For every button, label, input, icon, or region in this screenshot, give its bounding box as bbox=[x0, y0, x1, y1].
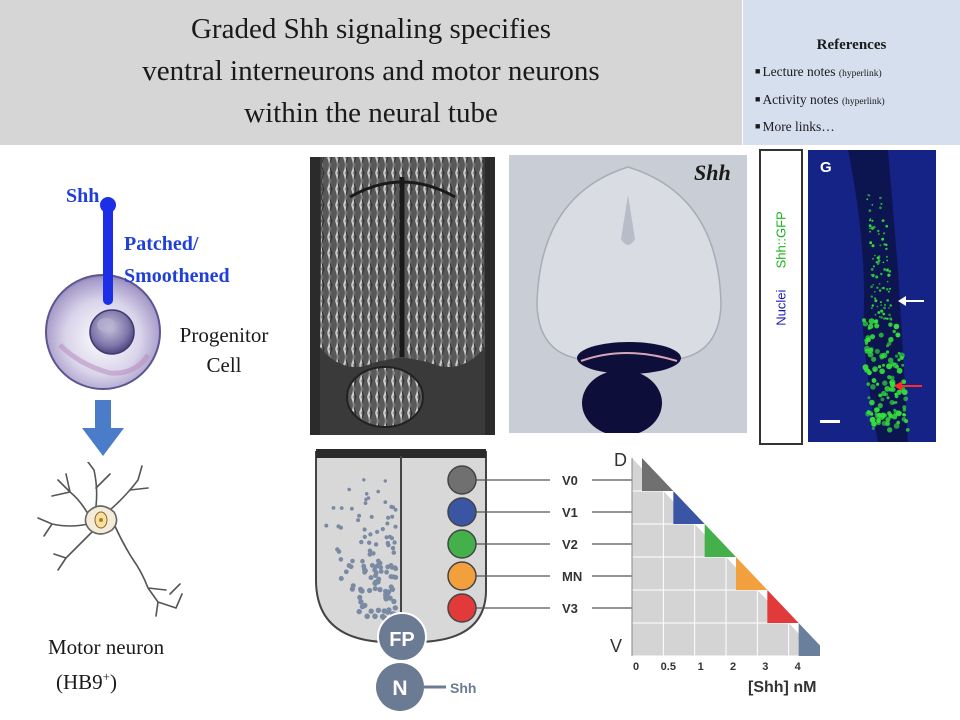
notochord-label: N bbox=[392, 677, 407, 700]
panel-letter: G bbox=[820, 159, 832, 176]
patched-receptor bbox=[103, 203, 113, 305]
domain-label-mn: MN bbox=[562, 569, 582, 584]
domain-label-v0: V0 bbox=[562, 473, 578, 488]
nuclei-channel-label: Nuclei bbox=[773, 289, 789, 326]
x-tick-label: 3 bbox=[762, 661, 768, 673]
domain-circle-v1 bbox=[447, 497, 477, 527]
references-heading: References bbox=[816, 37, 887, 53]
domain-circle-mn bbox=[447, 561, 477, 591]
x-tick-label: 1 bbox=[698, 661, 704, 673]
threshold-step bbox=[673, 491, 705, 524]
threshold-step bbox=[704, 524, 736, 557]
shh-in-situ-image bbox=[509, 155, 747, 433]
scale-bar bbox=[820, 420, 840, 423]
domain-circle-v3 bbox=[447, 593, 477, 623]
red-arrow-icon bbox=[894, 381, 902, 391]
domain-label-v1: V1 bbox=[562, 505, 578, 520]
reference-link-more-links[interactable]: ■More links… bbox=[755, 119, 835, 134]
hb9-marker: (HB9+) bbox=[56, 669, 118, 694]
references-panel: References ■Lecture notes (hyperlink) ■A… bbox=[743, 0, 960, 145]
gfp-channel-label: Shh::GFP bbox=[773, 211, 789, 269]
neural-tube-sem-image bbox=[310, 157, 495, 435]
shh-expression-label: Shh bbox=[694, 160, 731, 185]
threshold-step bbox=[736, 557, 768, 590]
threshold-step bbox=[798, 623, 820, 656]
x-axis-label: [Shh] nM bbox=[748, 679, 816, 696]
progenitor-cell-illustration bbox=[45, 197, 161, 390]
bullet-icon: ■ bbox=[755, 121, 761, 131]
fluorescence-legend: Nuclei Shh::GFP bbox=[759, 149, 803, 445]
title-banner bbox=[0, 0, 742, 145]
threshold-step bbox=[767, 590, 799, 623]
ventral-axis-label: V bbox=[610, 636, 622, 656]
shh-ligand-icon bbox=[100, 197, 116, 213]
notochord bbox=[376, 663, 424, 711]
down-arrow-icon bbox=[82, 400, 124, 456]
motor-neuron-illustration bbox=[37, 462, 183, 617]
x-tick-label: 0.5 bbox=[661, 661, 676, 673]
shh-gfp-fluorescence-image: G bbox=[808, 150, 936, 442]
bullet-icon: ■ bbox=[755, 94, 761, 104]
motor-neuron-label: Motor neuron (HB9+) bbox=[48, 632, 164, 697]
receptor-label: Patched/ Smoothened bbox=[124, 233, 230, 287]
page-title: Graded Shh signaling specifies ventral i… bbox=[0, 8, 742, 134]
domain-circle-v0 bbox=[447, 465, 477, 495]
progenitor-cell-label: Progenitor Cell bbox=[179, 323, 269, 377]
title-line-2: ventral interneurons and motor neurons bbox=[142, 55, 600, 87]
domain-circle-v2 bbox=[447, 529, 477, 559]
white-arrow-icon bbox=[898, 296, 906, 306]
x-tick-label: 2 bbox=[730, 661, 736, 673]
reference-link-lecture-notes[interactable]: ■Lecture notes (hyperlink) bbox=[755, 64, 882, 79]
domain-label-v2: V2 bbox=[562, 537, 578, 552]
threshold-step bbox=[642, 458, 674, 491]
roof-plate bbox=[316, 449, 486, 458]
title-line-1: Graded Shh signaling specifies bbox=[190, 13, 551, 45]
x-tick-label: 0 bbox=[633, 661, 639, 673]
domain-label-v3: V3 bbox=[562, 601, 578, 616]
title-line-3: within the neural tube bbox=[244, 97, 498, 129]
bullet-icon: ■ bbox=[755, 66, 761, 76]
x-tick-label: 4 bbox=[795, 661, 802, 673]
floor-plate bbox=[377, 612, 427, 662]
shh-ligand-label: Shh bbox=[66, 185, 100, 207]
dorsal-axis-label: D bbox=[614, 450, 627, 470]
reference-link-activity-notes[interactable]: ■Activity notes (hyperlink) bbox=[755, 92, 885, 107]
floor-plate-label: FP bbox=[389, 629, 415, 651]
secreted-shh-label: Shh bbox=[450, 680, 476, 696]
